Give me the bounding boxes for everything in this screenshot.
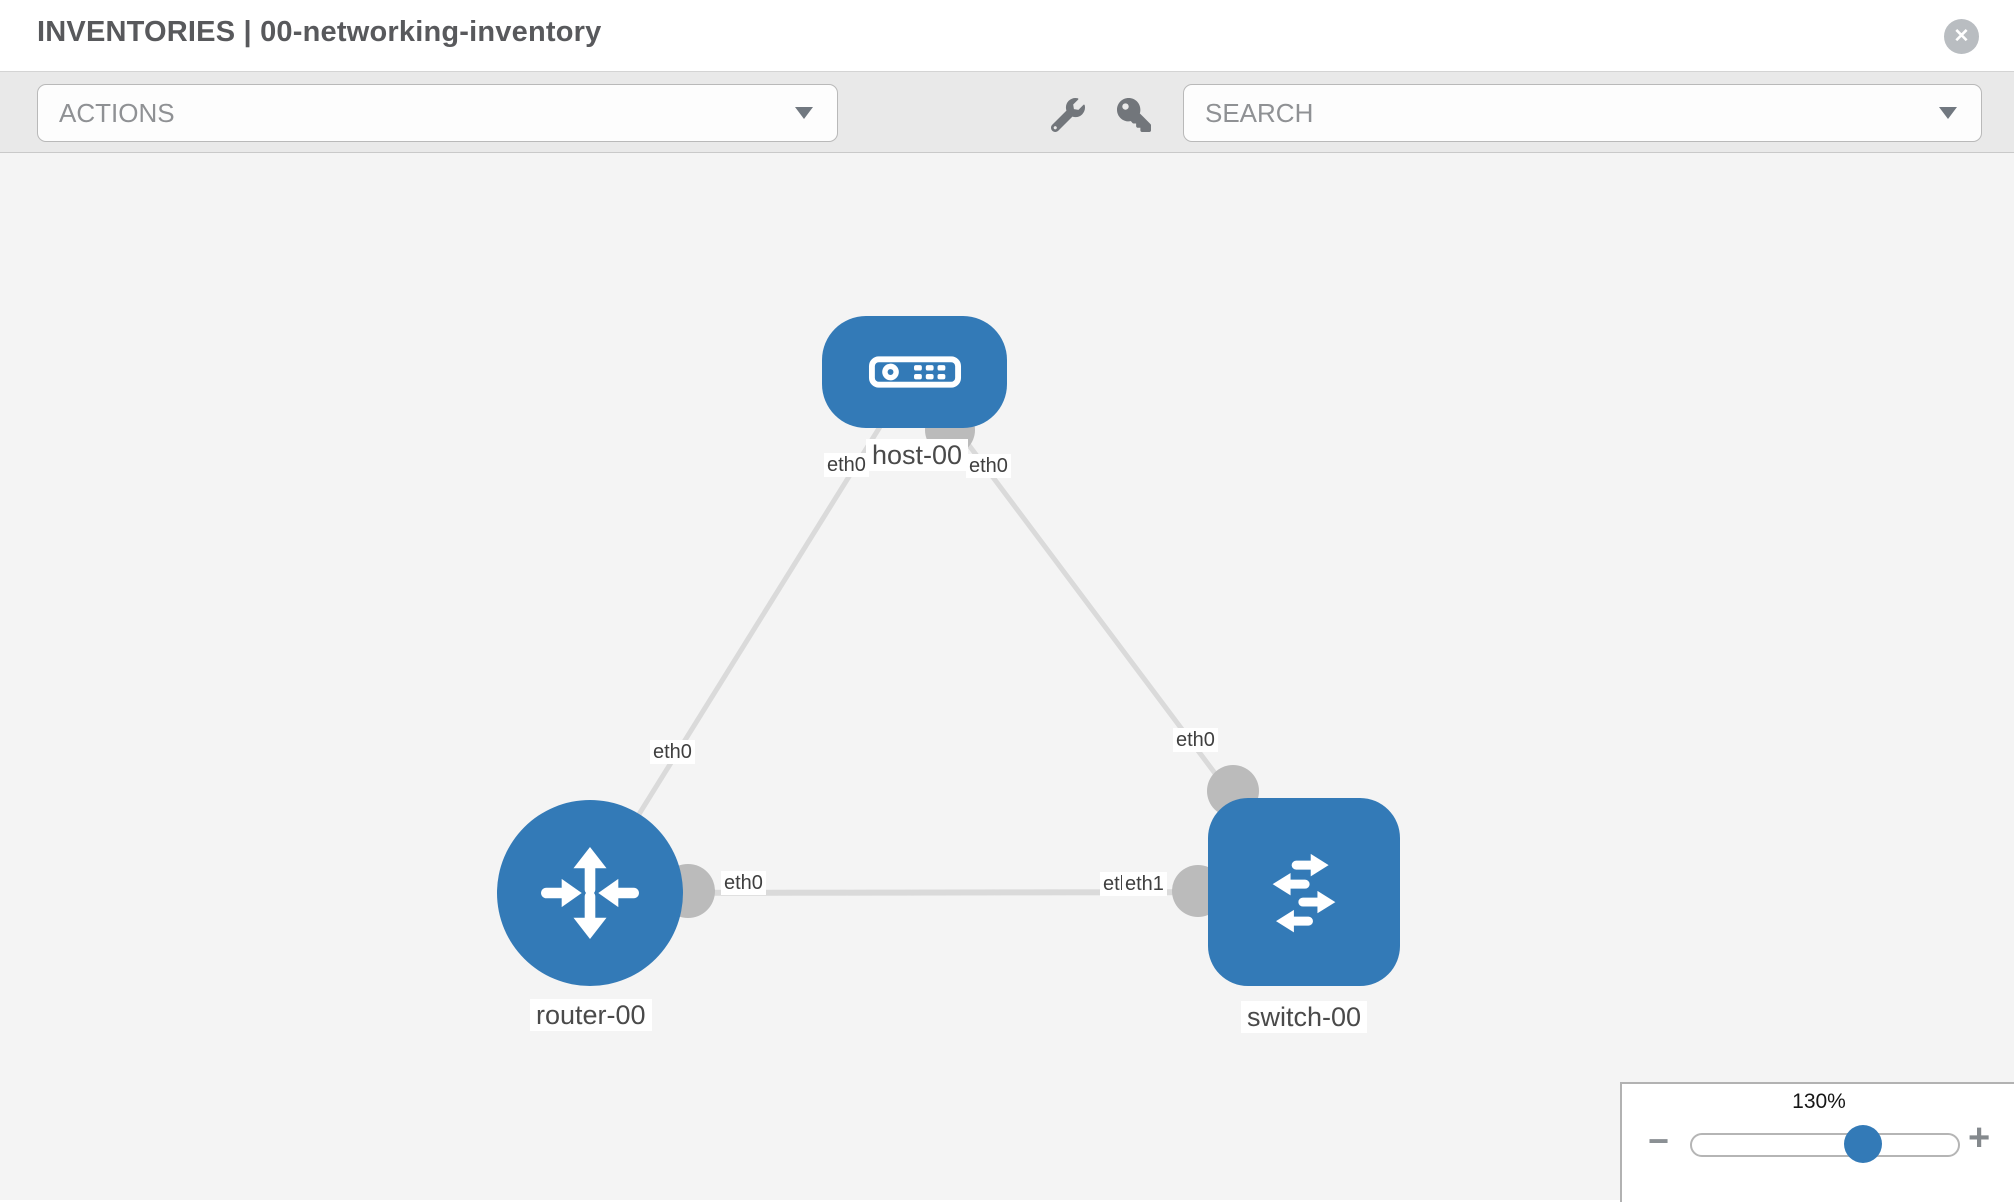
switch-icon [1272, 853, 1336, 933]
node-host-00[interactable] [822, 316, 1007, 428]
key-glyph [1117, 98, 1151, 132]
close-glyph: ✕ [1953, 26, 1970, 47]
chevron-down-icon [795, 107, 813, 119]
toolbar: ACTIONS SEARCH [0, 72, 2014, 153]
close-icon[interactable]: ✕ [1944, 19, 1979, 54]
header: INVENTORIES | 00-networking-inventory ✕ [0, 0, 2014, 72]
zoom-slider-thumb[interactable] [1844, 1125, 1882, 1163]
page-title: INVENTORIES | 00-networking-inventory [37, 16, 602, 48]
iface-label-switch-eth1-front: eth1 [1122, 872, 1167, 896]
iface-label-switch-eth0-to-host: eth0 [1173, 728, 1218, 752]
iface-label-router-eth0-to-switch: eth0 [721, 871, 766, 895]
iface-label-host-eth0-to-router: eth0 [824, 453, 869, 477]
node-router-00[interactable] [497, 800, 683, 986]
search-dropdown[interactable]: SEARCH [1183, 84, 1982, 142]
iface-label-router-eth0-to-host: eth0 [650, 740, 695, 764]
node-label-switch-00: switch-00 [1241, 1001, 1368, 1033]
topology-canvas[interactable]: eth0 eth0 eth0 eth0 eth0 eth1 eth1 host-… [0, 153, 2014, 1200]
actions-dropdown[interactable]: ACTIONS [37, 84, 838, 142]
zoom-panel: 130% − + [1620, 1082, 2014, 1202]
node-label-router-00: router-00 [530, 999, 652, 1031]
wrench-icon[interactable] [1050, 98, 1085, 133]
zoom-slider-track[interactable] [1690, 1133, 1960, 1157]
chevron-down-icon [1939, 107, 1957, 119]
node-switch-00[interactable] [1208, 798, 1400, 986]
zoom-in-button[interactable]: + [1968, 1117, 1991, 1159]
node-label-host-00: host-00 [866, 439, 969, 471]
router-icon [541, 846, 639, 940]
wrench-glyph [1050, 98, 1085, 133]
host-icon [868, 356, 961, 388]
actions-dropdown-label: ACTIONS [59, 97, 175, 128]
key-icon[interactable] [1117, 98, 1151, 132]
links-layer [587, 370, 1306, 918]
search-placeholder: SEARCH [1205, 97, 1314, 128]
iface-label-host-eth0-to-switch: eth0 [966, 454, 1011, 478]
zoom-level-value: 130% [1792, 1090, 1846, 1113]
zoom-out-button[interactable]: − [1648, 1120, 1670, 1161]
